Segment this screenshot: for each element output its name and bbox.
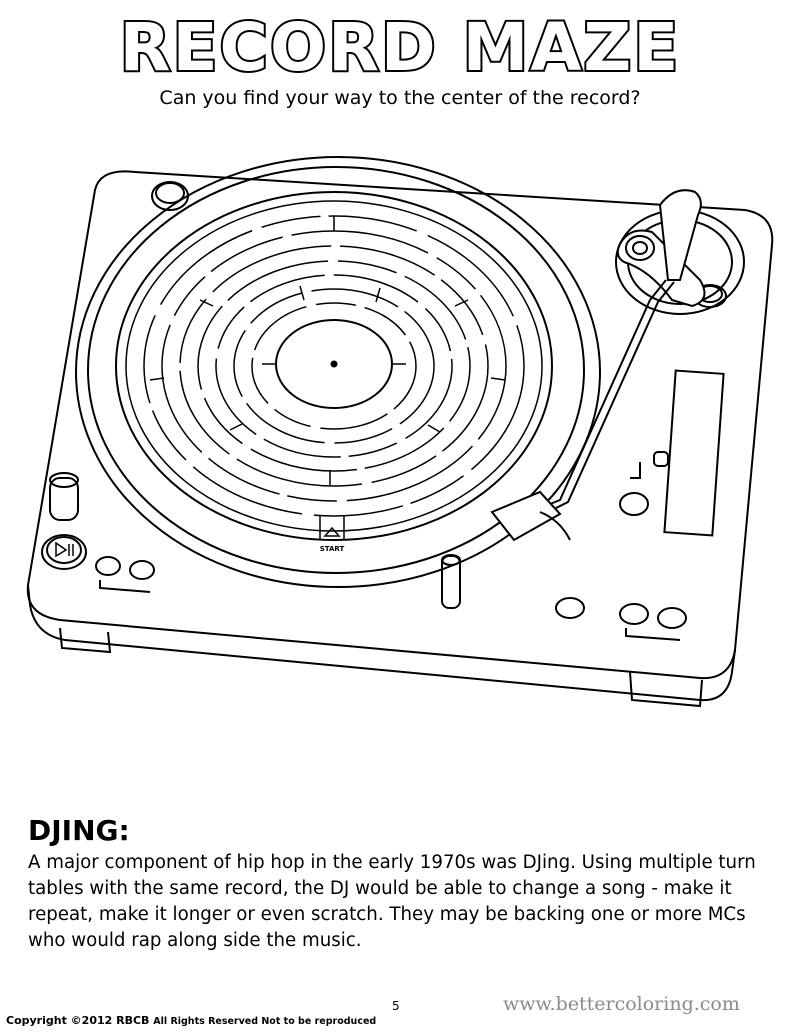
copyright-notice: Copyright ©2012 RBCB All Rights Reserved… bbox=[6, 1014, 376, 1027]
turntable-illustration: START bbox=[26, 156, 774, 708]
record-maze-icon: START bbox=[75, 156, 601, 588]
page-subtitle: Can you find your way to the center of t… bbox=[159, 87, 641, 109]
article-body: A major component of hip hop in the earl… bbox=[28, 852, 756, 951]
play-pause-icon bbox=[41, 534, 87, 570]
article-heading: DJING: bbox=[28, 814, 130, 847]
rights-text: All Rights Reserved Not to be reproduced bbox=[153, 1016, 377, 1027]
page-number: 5 bbox=[392, 999, 400, 1013]
tonearm-icon bbox=[490, 189, 745, 542]
page-title: RECORD MAZE bbox=[118, 7, 681, 88]
watermark: www.bettercoloring.com bbox=[503, 993, 740, 1015]
copyright-text: Copyright ©2012 RBCB bbox=[6, 1014, 150, 1027]
turntable-icon bbox=[26, 170, 774, 708]
maze-start-label: START bbox=[320, 545, 345, 553]
